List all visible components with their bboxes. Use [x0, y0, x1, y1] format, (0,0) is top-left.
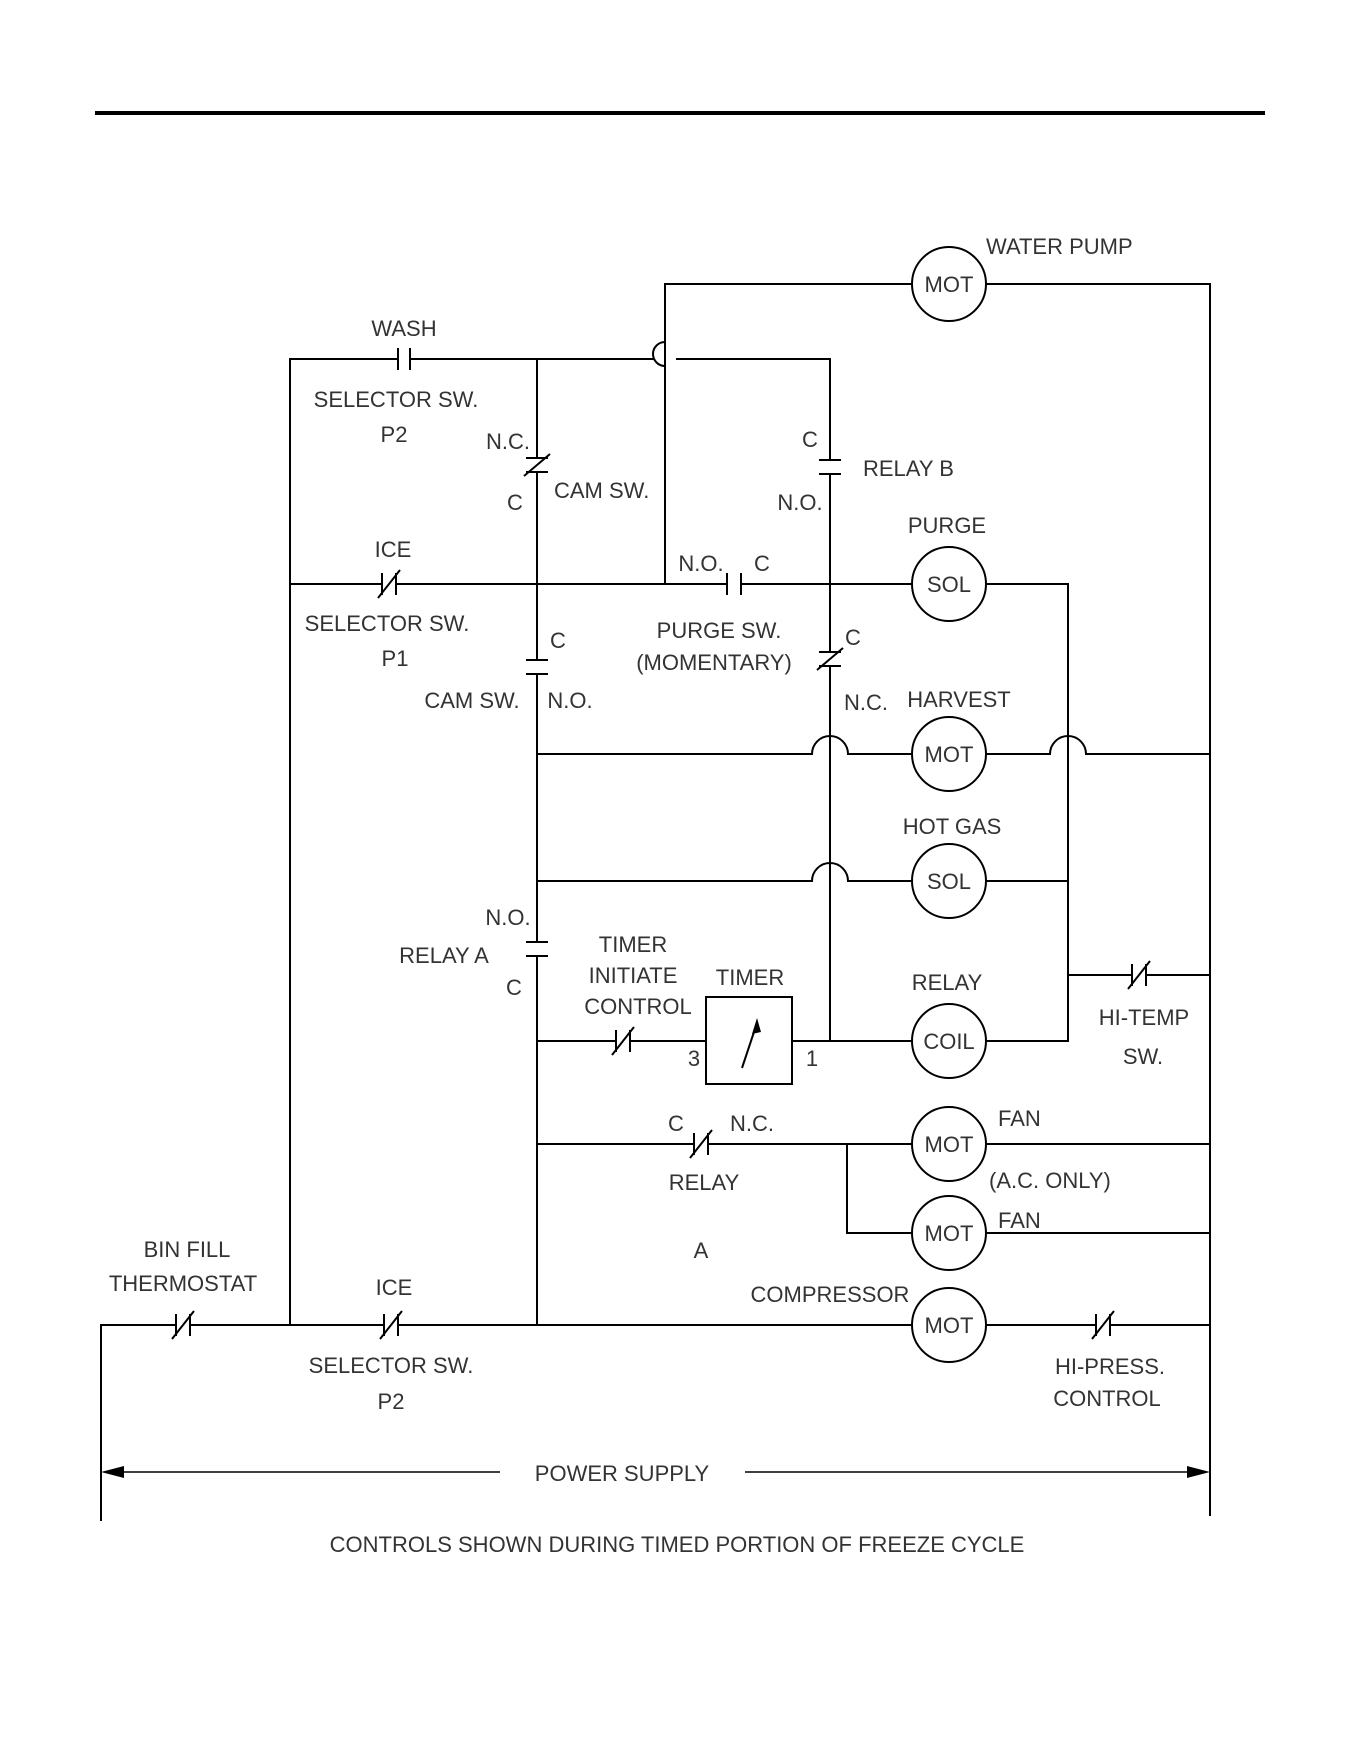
timer-initiate-line1: TIMER [599, 932, 667, 957]
cam-bottom-name-label: CAM SW. [424, 688, 519, 713]
water-pump-label: WATER PUMP [986, 234, 1133, 259]
relay-b-nc-label: N.C. [844, 690, 888, 715]
hi-temp-line2: SW. [1123, 1044, 1163, 1069]
cam-top-c-label: C [507, 490, 523, 515]
hot-gas-label: HOT GAS [903, 814, 1002, 839]
cam-bottom-c-label: C [550, 628, 566, 653]
timer-box [705, 996, 793, 1085]
purge-symbol: SOL [927, 572, 971, 597]
hi-press-line1: HI-PRESS. [1055, 1354, 1165, 1379]
purge-sw-label: PURGE SW. [657, 618, 782, 643]
hi-press-line2: CONTROL [1053, 1386, 1161, 1411]
purge-solenoid: SOL [911, 546, 987, 622]
ice-p1-label: ICE [375, 537, 412, 562]
fan-relay-name-label: RELAY [669, 1170, 740, 1195]
power-supply-label: POWER SUPPLY [535, 1461, 710, 1486]
relay-a-no-label: N.O. [485, 905, 530, 930]
bin-fill-line1: BIN FILL [144, 1237, 231, 1262]
timer-pin-left: 3 [688, 1046, 700, 1071]
harvest-label: HARVEST [907, 687, 1011, 712]
water-pump-device: MOT [911, 246, 987, 322]
wash-selector-label: SELECTOR SW. [314, 387, 479, 412]
compressor-symbol: MOT [925, 1313, 974, 1338]
relay-a-c-label: C [506, 975, 522, 1000]
ice-p1-selector-label: SELECTOR SW. [305, 611, 470, 636]
relay-b-c-label: C [802, 427, 818, 452]
purge-sw-momentary-label: (MOMENTARY) [636, 650, 792, 675]
purge-sw-c-label: C [754, 551, 770, 576]
ice-p1-position-label: P1 [382, 646, 409, 671]
fan-relay-c-label: C [668, 1111, 684, 1136]
diagram-caption: CONTROLS SHOWN DURING TIMED PORTION OF F… [330, 1532, 1025, 1557]
cam-top-nc-label: N.C. [486, 429, 530, 454]
ice-p2-selector-label: SELECTOR SW. [309, 1353, 474, 1378]
fan1-label: FAN [998, 1106, 1041, 1131]
water-pump-symbol: MOT [925, 272, 974, 297]
purge-label: PURGE [908, 513, 986, 538]
hi-temp-line1: HI-TEMP [1099, 1005, 1189, 1030]
bin-fill-line2: THERMOSTAT [109, 1271, 257, 1296]
ice-p2-label: ICE [376, 1275, 413, 1300]
hot-gas-symbol: SOL [927, 869, 971, 894]
relay-a-name-label: RELAY A [399, 943, 489, 968]
timer-pin-right: 1 [806, 1046, 818, 1071]
cam-bottom-no-label: N.O. [547, 688, 592, 713]
cam-top-name-label: CAM SW. [554, 478, 649, 503]
timer-label: TIMER [716, 965, 784, 990]
wires [100, 283, 1211, 1521]
hot-gas-solenoid: SOL [911, 843, 987, 919]
harvest-symbol: MOT [925, 742, 974, 767]
fan1-note-label: (A.C. ONLY) [989, 1168, 1111, 1193]
fan-motor-ac: MOT [911, 1106, 987, 1182]
timer-initiate-line2: INITIATE [589, 963, 678, 988]
relay-b-name-label: RELAY B [863, 456, 954, 481]
labels: WATER PUMP WASH SELECTOR SW. P2 N.C. C C… [109, 234, 1189, 1557]
fan-relay-sub-label: A [694, 1238, 709, 1263]
contacts [171, 348, 1151, 1340]
timer-needle-icon [752, 1018, 761, 1034]
relay-coil-label: RELAY [912, 970, 983, 995]
compressor-label: COMPRESSOR [751, 1282, 910, 1307]
arrow-left-icon [101, 1466, 124, 1478]
wash-label: WASH [371, 316, 436, 341]
arrow-right-icon [1187, 1466, 1210, 1478]
harvest-motor: MOT [911, 716, 987, 792]
power-supply-arrow [101, 1466, 1210, 1478]
relay-b-nc-c-label: C [845, 625, 861, 650]
fan-motor: MOT [911, 1195, 987, 1271]
fan2-label: FAN [998, 1208, 1041, 1233]
fan2-symbol: MOT [925, 1221, 974, 1246]
compressor-motor: MOT [911, 1287, 987, 1363]
fan-relay-nc-label: N.C. [730, 1111, 774, 1136]
ice-p2-position-label: P2 [378, 1389, 405, 1414]
purge-sw-no-label: N.O. [678, 551, 723, 576]
relay-coil: COIL [911, 1003, 987, 1079]
relay-coil-symbol: COIL [923, 1029, 974, 1054]
wash-position-label: P2 [381, 422, 408, 447]
fan1-symbol: MOT [925, 1132, 974, 1157]
relay-b-no-label: N.O. [777, 490, 822, 515]
timer-initiate-line3: CONTROL [584, 994, 692, 1019]
